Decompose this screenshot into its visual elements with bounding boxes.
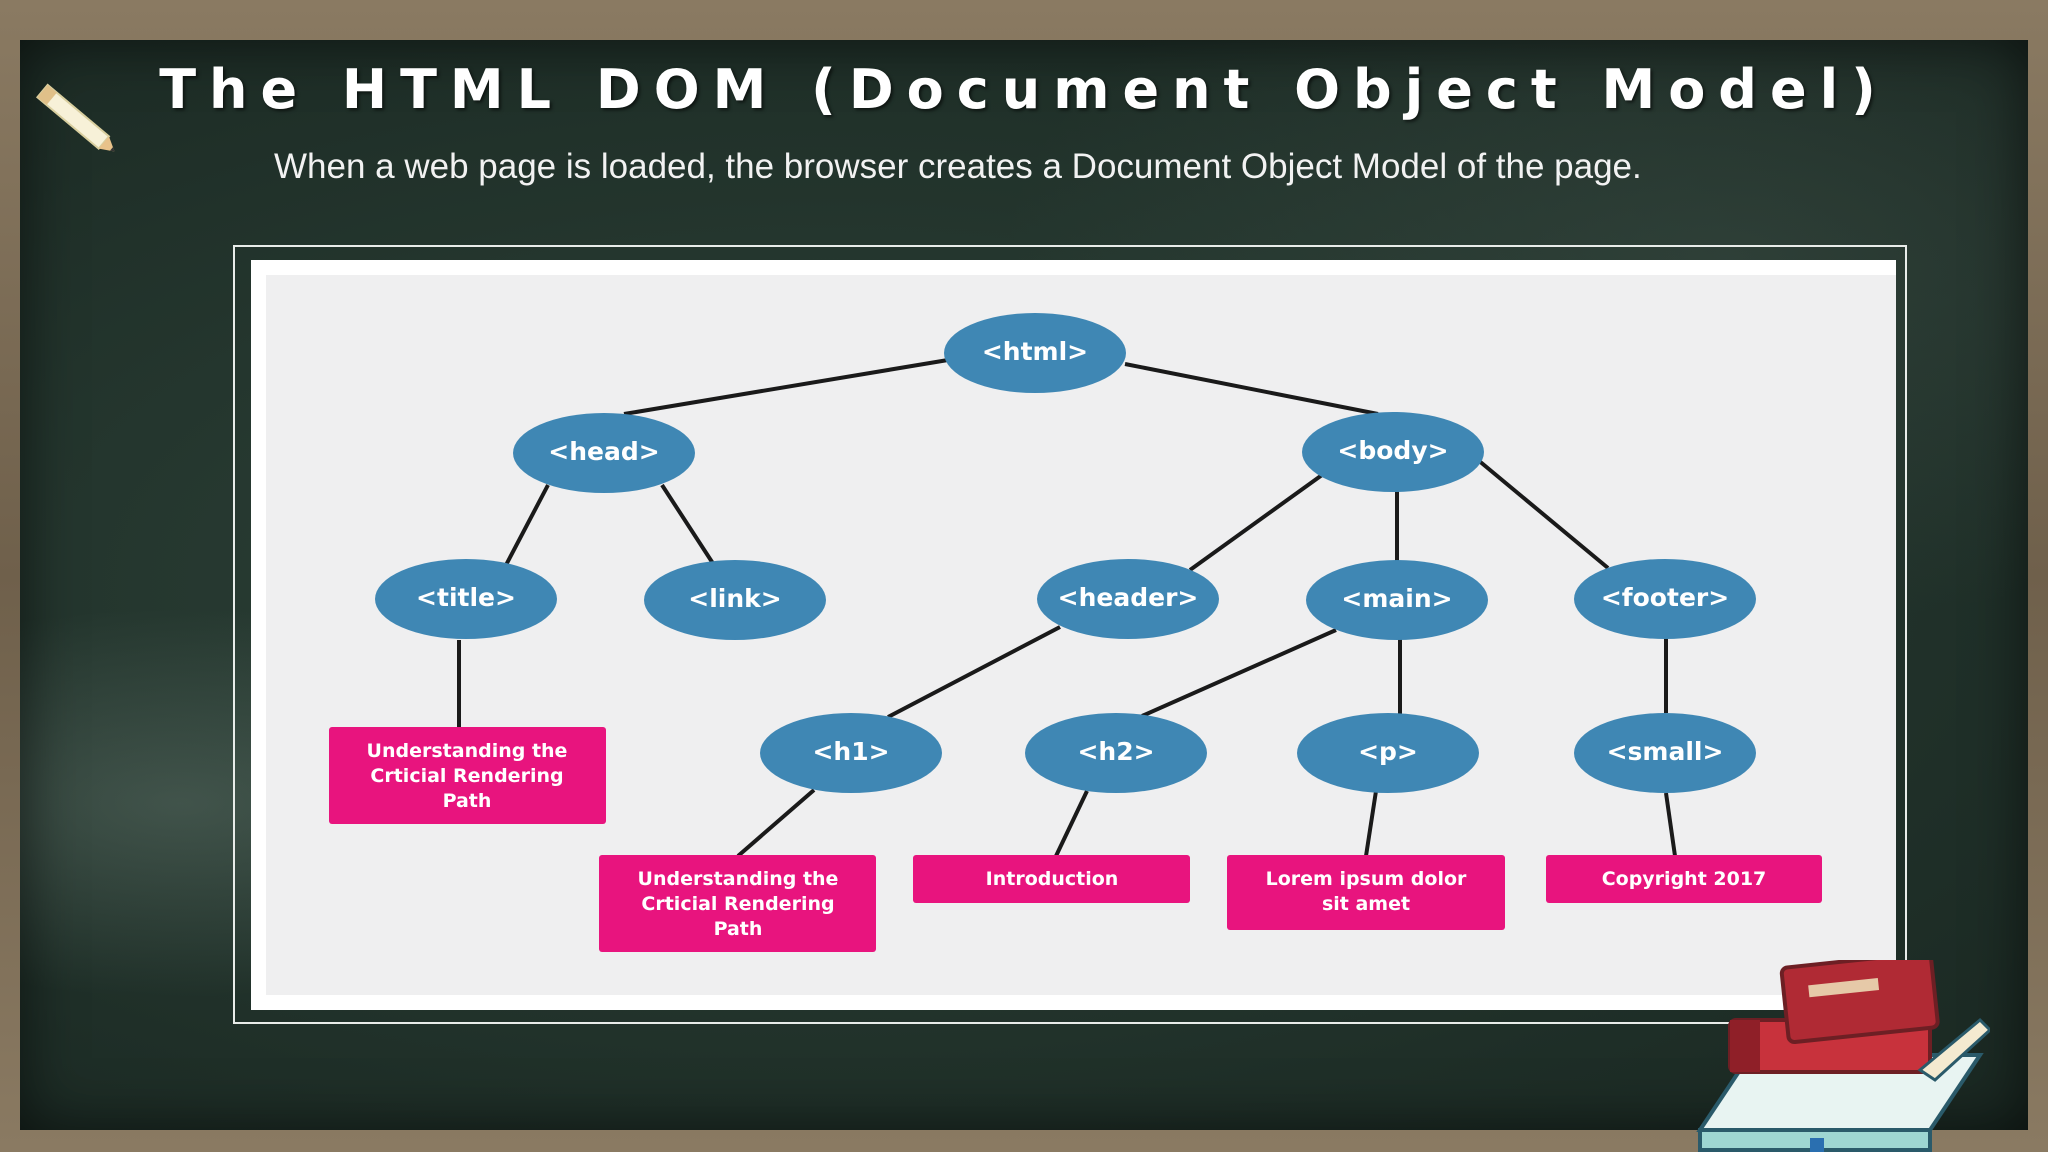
slide-subtitle: When a web page is loaded, the browser c…: [274, 147, 1642, 186]
node-label: <h2>: [1077, 737, 1154, 766]
edge-h2-leaf: [1054, 790, 1089, 857]
node-body: <body>: [1302, 412, 1484, 492]
node-h2: <h2>: [1025, 713, 1207, 793]
edge-head-link: [660, 483, 716, 567]
slide-title: The HTML DOM (Document Object Model): [159, 58, 1889, 121]
edge-small-leaf: [1664, 792, 1677, 857]
leaf-line: Copyright 2017: [1602, 868, 1767, 890]
edge-p-leaf: [1364, 790, 1378, 857]
node-label: <title>: [416, 583, 516, 612]
edge-html-head: [623, 358, 949, 416]
node-label: <footer>: [1601, 583, 1729, 612]
node-link: <link>: [644, 560, 826, 640]
leaf-h1-text: Understanding the Crticial Rendering Pat…: [599, 855, 876, 952]
node-small: <small>: [1574, 713, 1756, 793]
node-header: <header>: [1037, 559, 1219, 639]
leaf-h2-text: Introduction: [913, 855, 1190, 903]
node-footer: <footer>: [1574, 559, 1756, 639]
leaf-line: Understanding the: [367, 740, 568, 762]
edge-html-body: [1124, 362, 1379, 416]
node-label: <html>: [982, 337, 1088, 366]
node-label: <body>: [1337, 436, 1448, 465]
edge-body-header: [1188, 473, 1324, 572]
node-p: <p>: [1297, 713, 1479, 793]
pencil-icon: [35, 83, 115, 152]
leaf-line: sit amet: [1322, 893, 1410, 915]
node-h1: <h1>: [760, 713, 942, 793]
node-label: <head>: [548, 437, 659, 466]
leaf-line: Lorem ipsum dolor: [1266, 868, 1467, 890]
node-label: <header>: [1058, 583, 1199, 612]
node-label: <p>: [1358, 737, 1418, 766]
node-head: <head>: [513, 413, 695, 493]
leaf-small-text: Copyright 2017: [1546, 855, 1822, 903]
edge-header-h1: [887, 625, 1061, 719]
edge-body-footer: [1476, 458, 1610, 570]
leaf-line: Path: [443, 790, 492, 812]
leaf-p-text: Lorem ipsum dolor sit amet: [1227, 855, 1505, 930]
edge-main-h2: [1141, 628, 1337, 718]
edges: [457, 358, 1677, 858]
leaf-line: Path: [714, 918, 763, 940]
leaf-line: Crticial Rendering: [641, 893, 834, 915]
node-html: <html>: [944, 313, 1126, 393]
edge-h1-leaf: [736, 788, 816, 858]
node-label: <small>: [1607, 737, 1724, 766]
leaf-title-text: Understanding the Crticial Rendering Pat…: [329, 727, 606, 824]
books-icon: [1696, 960, 1990, 1152]
leaf-line: Crticial Rendering: [370, 765, 563, 787]
node-main: <main>: [1306, 560, 1488, 640]
diagram-outer-frame: [233, 245, 1907, 1024]
node-label: <link>: [688, 584, 781, 613]
node-label: <h1>: [812, 737, 889, 766]
node-title: <title>: [375, 559, 557, 639]
leaf-line: Understanding the: [638, 868, 839, 890]
edge-head-title: [504, 484, 550, 566]
node-label: <main>: [1341, 584, 1452, 613]
leaf-line: Introduction: [986, 868, 1119, 890]
